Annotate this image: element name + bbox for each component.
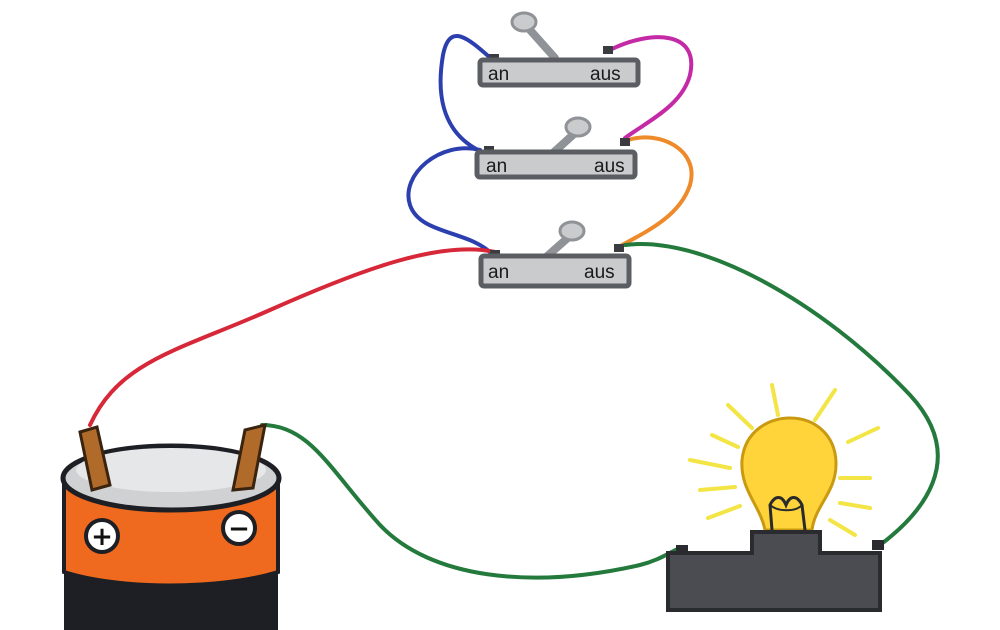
battery-terminal-plus	[78, 425, 112, 492]
switch-body	[477, 57, 641, 88]
bulb-socket	[666, 530, 882, 612]
wire-orange	[620, 135, 694, 247]
wire-green-left	[260, 423, 682, 580]
switch-off-label: aus	[594, 156, 625, 177]
switch-off-label: aus	[590, 64, 621, 85]
wire-green-right	[623, 242, 940, 547]
wire-red	[88, 247, 497, 427]
wire-blue-lower	[406, 146, 495, 257]
toggle-switch-icon: an aus	[477, 11, 641, 88]
bulb-glass	[740, 416, 838, 532]
wire-magenta	[608, 35, 694, 140]
switch-on-label: an	[486, 156, 507, 177]
battery-icon: + −	[60, 422, 282, 630]
switch-on-label: an	[488, 64, 509, 85]
toggle-switch-icon: an aus	[478, 220, 632, 289]
minus-symbol: −	[228, 514, 250, 544]
battery-body-black	[64, 570, 278, 630]
switch-body	[474, 149, 638, 180]
switch-on-label: an	[488, 262, 509, 283]
wire-blue-upper	[438, 34, 497, 152]
switch-body	[478, 253, 632, 289]
switch-off-label: aus	[584, 262, 615, 283]
light-rays	[688, 383, 880, 537]
bulb-filament	[768, 496, 807, 531]
light-bulb-icon	[666, 383, 884, 612]
toggle-switch-icon: an aus	[474, 116, 638, 180]
minus-symbol-circle	[221, 510, 257, 546]
plus-symbol-circle	[84, 518, 120, 554]
switch-lever	[526, 26, 559, 62]
battery-terminal-minus	[231, 422, 267, 492]
plus-symbol: +	[91, 522, 113, 552]
